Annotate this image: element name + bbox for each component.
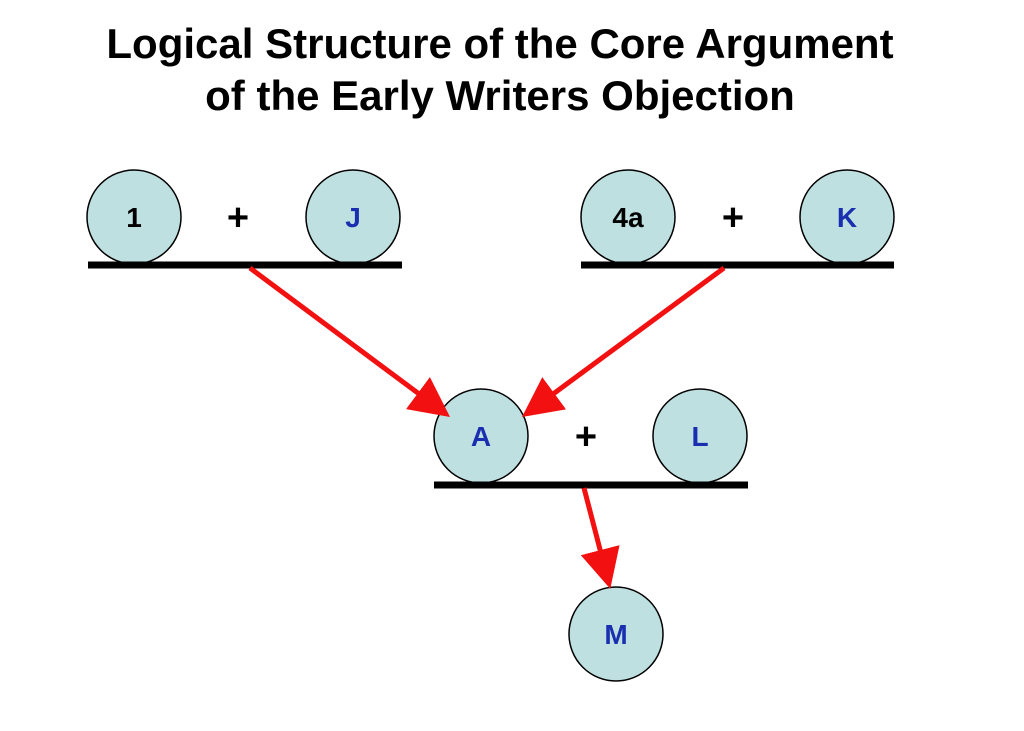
title-line-1: Logical Structure of the Core Argument <box>106 20 894 67</box>
title-line-2: of the Early Writers Objection <box>205 72 795 119</box>
node-m-label: M <box>604 619 627 650</box>
plus-sign-1: + <box>227 197 249 239</box>
premise-group-a-l: A + L <box>433 388 748 489</box>
conclusion-m: M <box>568 586 664 682</box>
arrow-bar3-to-m <box>580 487 620 589</box>
node-1-label: 1 <box>126 202 142 233</box>
arrow-bar1-to-a <box>248 265 451 417</box>
node-a-label: A <box>471 421 491 452</box>
arrow-bar2-to-a <box>521 265 726 417</box>
premise-group-1-j: 1 + J <box>86 169 402 269</box>
node-k-label: K <box>837 202 857 233</box>
premise-group-4a-k: 4a + K <box>580 169 895 269</box>
node-l-label: L <box>691 421 708 452</box>
diagram-title: Logical Structure of the Core Argument o… <box>0 18 1000 122</box>
node-4a-label: 4a <box>612 202 644 233</box>
plus-sign-3: + <box>575 416 597 458</box>
node-j-label: J <box>345 202 361 233</box>
plus-sign-2: + <box>722 197 744 239</box>
